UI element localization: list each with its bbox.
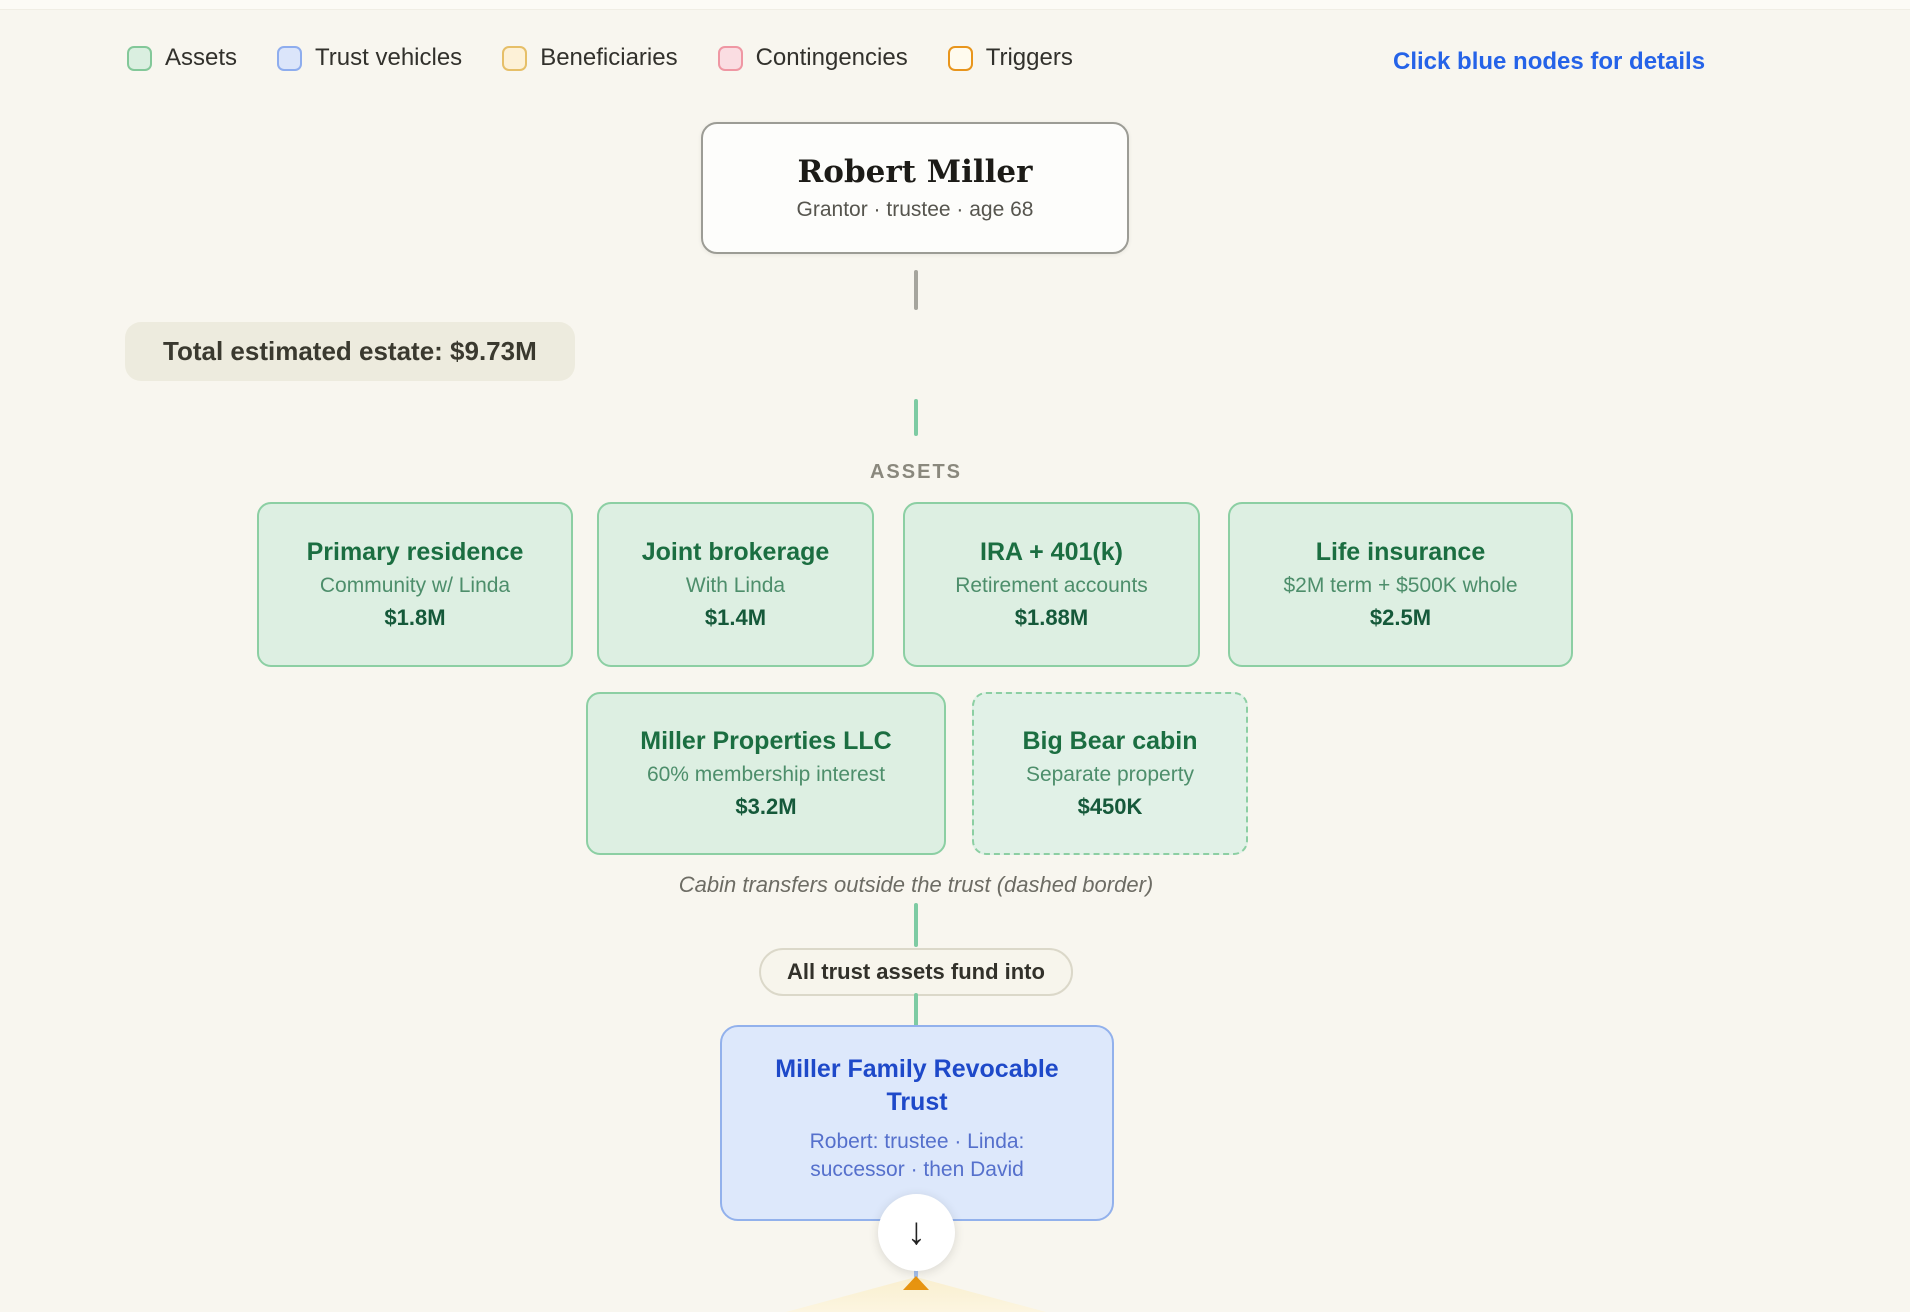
asset-value: $1.8M	[384, 605, 446, 630]
legend-label: Beneficiaries	[540, 44, 678, 71]
estate-total-badge: Total estimated estate: $9.73M	[125, 322, 575, 381]
legend: Assets Trust vehicles Beneficiaries Cont…	[127, 44, 1073, 72]
asset-subtitle: $2M term + $500K whole	[1283, 574, 1518, 597]
assets-section-label: ASSETS	[869, 461, 963, 483]
asset-subtitle: With Linda	[685, 574, 786, 597]
legend-label: Assets	[165, 44, 238, 71]
scroll-down-button[interactable]: ↓	[878, 1194, 955, 1271]
legend-label: Triggers	[985, 44, 1073, 71]
asset-card-life-insurance: Life insurance $2M term + $500K whole $2…	[1228, 502, 1573, 667]
asset-value: $3.2M	[735, 794, 797, 819]
asset-subtitle: Retirement accounts	[955, 574, 1148, 597]
cabin-transfer-note: Cabin transfers outside the trust (dashe…	[678, 872, 1154, 897]
triggers-swatch-icon	[947, 45, 973, 71]
legend-label: Contingencies	[755, 44, 908, 71]
connector-gray	[914, 270, 918, 310]
legend-item-triggers: Triggers	[947, 44, 1073, 72]
asset-card-joint-brokerage: Joint brokerage With Linda $1.4M	[597, 502, 874, 667]
asset-title: Miller Properties LLC	[640, 727, 892, 755]
asset-card-big-bear-cabin: Big Bear cabin Separate property $450K	[972, 692, 1248, 855]
legend-label: Trust vehicles	[315, 44, 463, 71]
grantor-name: Robert Miller	[797, 154, 1033, 190]
asset-title: Life insurance	[1315, 538, 1486, 566]
asset-value: $2.5M	[1369, 605, 1432, 630]
connector-green-top	[914, 399, 918, 436]
grantor-node: Robert Miller Grantor · trustee · age 68	[701, 122, 1129, 254]
arrow-down-icon: ↓	[907, 1211, 926, 1253]
click-hint: Click blue nodes for details	[1393, 48, 1706, 75]
legend-item-contingencies: Contingencies	[717, 44, 908, 72]
asset-value: $1.4M	[704, 605, 767, 630]
contingencies-swatch-icon	[717, 45, 743, 71]
beneficiaries-swatch-icon	[502, 45, 528, 71]
grantor-subtitle: Grantor · trustee · age 68	[796, 198, 1034, 221]
legend-item-beneficiaries: Beneficiaries	[502, 44, 678, 72]
asset-title: IRA + 401(k)	[980, 538, 1123, 566]
trust-subtitle: Robert: trustee · Linda: successor · the…	[809, 1130, 1025, 1182]
funding-label-pill: All trust assets fund into	[759, 948, 1073, 996]
legend-item-trust-vehicles: Trust vehicles	[277, 44, 462, 72]
asset-subtitle: Separate property	[1025, 763, 1195, 786]
asset-subtitle: Community w/ Linda	[319, 574, 511, 597]
assets-swatch-icon	[127, 45, 152, 71]
trust-title: Miller Family Revocable Trust	[775, 1055, 1059, 1116]
legend-item-assets: Assets	[127, 44, 237, 72]
trust-vehicles-swatch-icon	[277, 45, 303, 71]
asset-title: Primary residence	[306, 538, 524, 566]
asset-title: Big Bear cabin	[1022, 727, 1198, 755]
connector-green-mid	[914, 903, 918, 947]
asset-title: Joint brokerage	[641, 538, 830, 566]
connector-green-bottom	[914, 993, 918, 1027]
trust-node-miller-family-revocable[interactable]: Miller Family Revocable Trust Robert: tr…	[720, 1025, 1114, 1221]
top-strip	[0, 0, 1910, 10]
asset-value: $450K	[1077, 794, 1143, 819]
asset-card-miller-properties-llc: Miller Properties LLC 60% membership int…	[586, 692, 946, 855]
asset-subtitle: 60% membership interest	[646, 763, 886, 786]
asset-card-ira-401k: IRA + 401(k) Retirement accounts $1.88M	[903, 502, 1200, 667]
asset-value: $1.88M	[1014, 605, 1089, 630]
asset-card-primary-residence: Primary residence Community w/ Linda $1.…	[257, 502, 573, 667]
